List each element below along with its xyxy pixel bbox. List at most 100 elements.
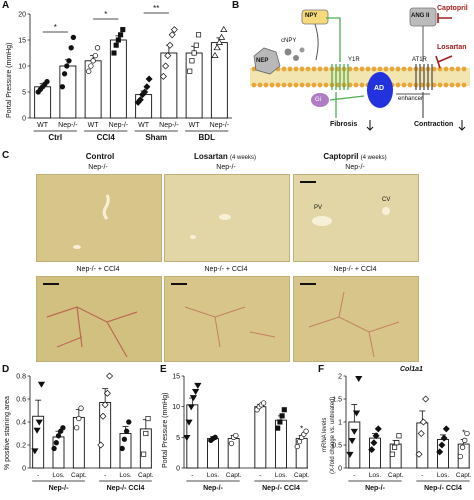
lipid-head bbox=[305, 66, 311, 72]
fibrosis-septa bbox=[46, 306, 138, 358]
data-point bbox=[90, 58, 96, 64]
y-tick-label: 0.4 bbox=[16, 420, 26, 427]
y-tick-label: 0 bbox=[338, 466, 342, 473]
data-point bbox=[187, 404, 195, 411]
data-point bbox=[233, 432, 239, 439]
data-point bbox=[459, 444, 466, 450]
panel-label-d: D bbox=[2, 364, 10, 375]
lipid-head bbox=[359, 66, 365, 72]
data-point bbox=[415, 450, 423, 458]
sig-marker: * bbox=[300, 424, 303, 433]
data-point bbox=[194, 382, 202, 389]
treatment-label: Los. bbox=[369, 472, 381, 479]
data-point bbox=[185, 419, 193, 426]
col-header-losartan: Losartan (4 weeks) bbox=[160, 152, 290, 161]
contraction-down-arrow bbox=[458, 120, 466, 131]
lipid-head bbox=[353, 82, 359, 88]
lipid-head bbox=[437, 82, 443, 88]
angii-label: ANG II bbox=[411, 13, 430, 19]
collagen-strand bbox=[308, 291, 400, 358]
lipid-head bbox=[323, 82, 329, 88]
lipid-head bbox=[299, 82, 305, 88]
data-point bbox=[370, 439, 378, 447]
data-point bbox=[211, 51, 219, 58]
vessel bbox=[382, 207, 390, 215]
data-point bbox=[189, 395, 198, 402]
data-point bbox=[193, 42, 199, 48]
treatment-label: - bbox=[353, 472, 355, 479]
lipid-head bbox=[353, 66, 359, 72]
lipid-head bbox=[347, 66, 353, 72]
ad-label: AD bbox=[374, 85, 385, 92]
data-point bbox=[464, 430, 470, 437]
micrograph-losartan-ccl4 bbox=[164, 276, 290, 362]
vessel bbox=[219, 214, 231, 220]
lipid-head bbox=[263, 82, 269, 88]
data-point bbox=[123, 428, 130, 434]
data-point bbox=[103, 389, 111, 397]
panel-d-chart: 00.20.40.60.8-Los.Capt.-Los.Capt.Nep-/-N… bbox=[16, 372, 154, 492]
lipid-head bbox=[251, 82, 257, 88]
data-point bbox=[106, 372, 114, 380]
data-point bbox=[296, 438, 303, 445]
bar bbox=[135, 94, 153, 119]
genotype-label: Nep-/- bbox=[210, 122, 230, 129]
bar bbox=[416, 422, 429, 469]
data-point bbox=[348, 438, 356, 445]
data-point bbox=[457, 453, 464, 460]
lipid-head bbox=[419, 82, 425, 88]
data-point bbox=[70, 34, 77, 41]
data-point bbox=[183, 434, 191, 442]
bar bbox=[160, 52, 178, 119]
lipid-head bbox=[317, 82, 323, 88]
adenylate-cyclase bbox=[367, 72, 393, 108]
bar bbox=[32, 415, 45, 469]
data-point bbox=[440, 434, 448, 442]
y-tick-label: 5 bbox=[22, 90, 26, 97]
lipid-head bbox=[407, 82, 413, 88]
data-point bbox=[438, 441, 446, 449]
data-point bbox=[389, 451, 395, 457]
data-point bbox=[275, 425, 281, 431]
data-point bbox=[419, 418, 427, 426]
tissue-features bbox=[312, 207, 390, 226]
data-point bbox=[143, 83, 151, 91]
data-point bbox=[164, 52, 172, 60]
treatment-label: Los. bbox=[275, 472, 287, 479]
data-point bbox=[215, 38, 223, 45]
data-point bbox=[121, 436, 128, 442]
y-tick-label: 0.6 bbox=[16, 397, 26, 404]
treatment-label: Capt. bbox=[294, 472, 310, 479]
data-point bbox=[260, 400, 267, 406]
contraction-label: Contraction bbox=[414, 121, 454, 128]
lipid-head bbox=[461, 66, 467, 72]
lipid-head bbox=[347, 82, 353, 88]
data-point bbox=[31, 448, 39, 455]
data-point bbox=[372, 432, 380, 440]
scale-bar bbox=[300, 181, 316, 183]
panel-b-diagram bbox=[250, 7, 470, 131]
cnpy-fragment bbox=[284, 48, 292, 56]
data-point bbox=[126, 419, 132, 425]
lipid-head bbox=[431, 66, 437, 72]
data-point bbox=[92, 52, 98, 59]
y-tick-label: 15 bbox=[18, 38, 26, 45]
collagen-strand bbox=[184, 306, 276, 348]
data-point bbox=[33, 427, 41, 434]
y-tick-label: 10 bbox=[172, 404, 180, 411]
col-losartan-note: (4 weeks) bbox=[230, 155, 257, 161]
group-label: Nep-/- bbox=[203, 485, 224, 492]
row2-label-1: Nep-/- + CCl4 bbox=[76, 266, 120, 273]
fibrosis-septa bbox=[308, 291, 400, 358]
data-point bbox=[303, 428, 309, 434]
row1-label-3: Nep-/- bbox=[345, 164, 365, 171]
lipid-head bbox=[293, 66, 299, 72]
y-tick-label: 0.2 bbox=[16, 443, 26, 450]
row2-label-3: Nep-/- + CCl4 bbox=[333, 266, 377, 273]
data-point bbox=[119, 445, 125, 452]
treatment-label: Capt. bbox=[138, 472, 154, 479]
data-point bbox=[88, 63, 94, 69]
lipid-head bbox=[317, 66, 323, 72]
group-label: Nep-/- bbox=[49, 485, 70, 492]
lipid-head bbox=[287, 66, 293, 72]
